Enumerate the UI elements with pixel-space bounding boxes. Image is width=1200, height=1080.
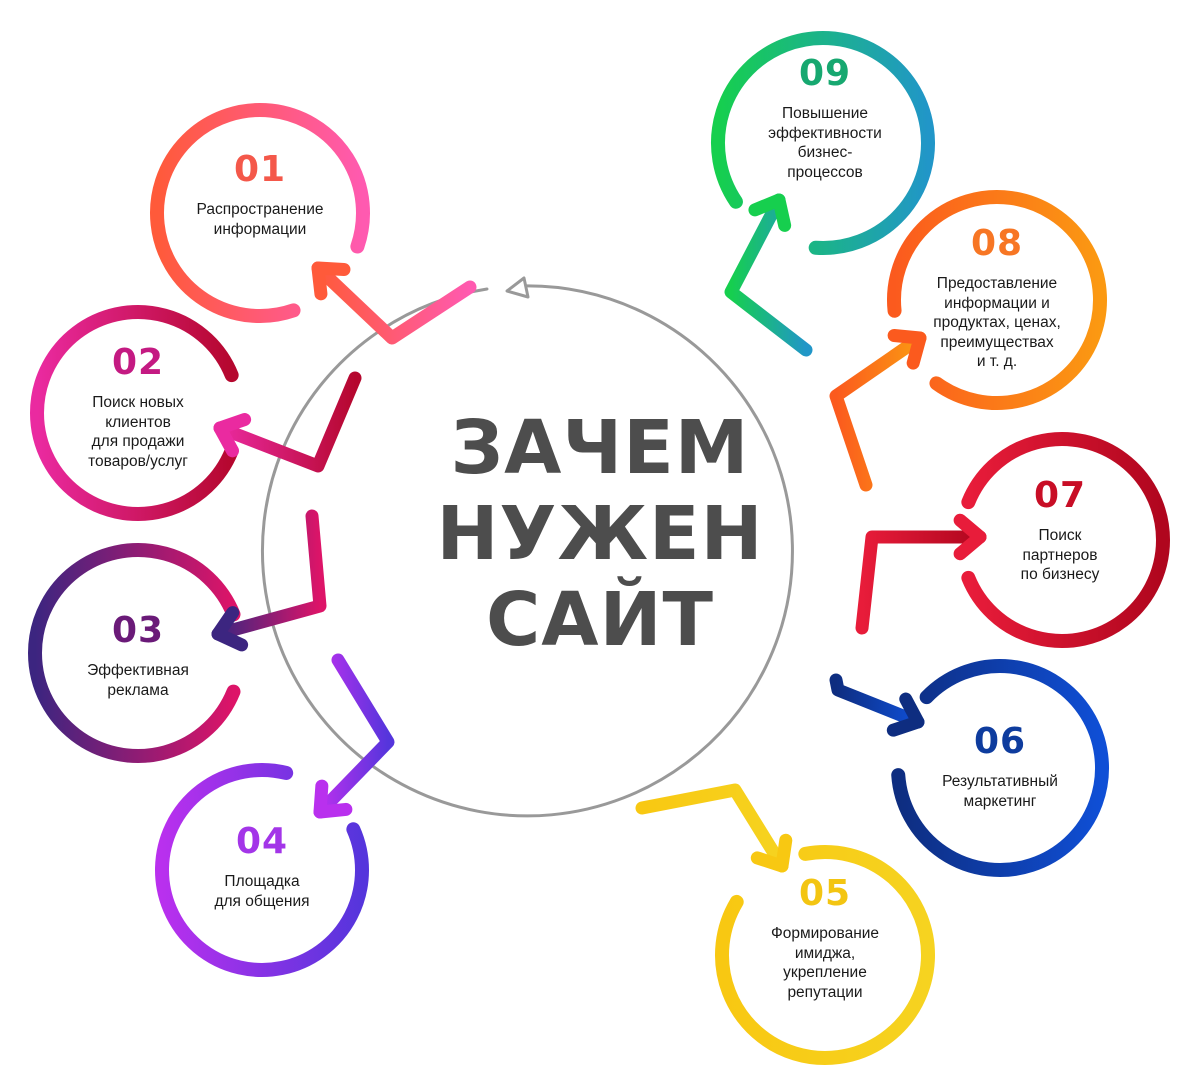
node-ring-06 <box>891 659 1109 877</box>
node-text-line: эффективности <box>768 124 882 142</box>
node-02: 02 Поиск новых клиентов для продажи това… <box>50 343 226 471</box>
node-text-line: Повышение <box>781 105 869 122</box>
arrowhead-icon <box>313 779 353 819</box>
node-text-line: Формирование <box>770 925 880 942</box>
title-line-2: НУЖЕН <box>436 491 764 577</box>
node-text: Распространение информации <box>170 200 350 239</box>
connector-arrow-06 <box>829 673 925 729</box>
title-line-3: САЙТ <box>486 577 714 663</box>
node-06: 06 Результативный маркетинг <box>912 722 1088 811</box>
connector-arrow-08 <box>829 331 927 492</box>
node-text-line: партнеров <box>1022 546 1098 564</box>
node-text-line: репутации <box>787 983 863 1001</box>
node-08: 08 Предоставление информации и продуктах… <box>899 224 1095 372</box>
node-text: Формирование имиджа, укрепление репутаци… <box>737 924 913 1002</box>
node-text-line: по бизнесу <box>1020 566 1100 583</box>
node-number: 07 <box>1033 475 1087 516</box>
arrowhead-icon <box>748 193 792 232</box>
node-ring-08 <box>887 190 1107 410</box>
node-text-line: Результативный <box>942 773 1058 790</box>
node-number: 05 <box>798 873 852 914</box>
title-line-1: ЗАЧЕМ <box>450 405 750 491</box>
node-text-line: Поиск <box>1038 527 1082 544</box>
node-text-line: для продажи <box>91 433 185 450</box>
node-07: 07 Поиск партнеров по бизнесу <box>972 476 1148 585</box>
node-text-line: маркетинг <box>963 792 1037 810</box>
node-number: 06 <box>973 721 1027 762</box>
node-text: Площадка для общения <box>174 872 350 911</box>
node-text: Поиск новых клиентов для продажи товаров… <box>50 393 226 471</box>
node-text: Результативный маркетинг <box>912 772 1088 811</box>
node-number: 02 <box>111 342 165 383</box>
node-04: 04 Площадка для общения <box>174 822 350 911</box>
node-09: 09 Повышение эффективности бизнес- проце… <box>737 54 913 182</box>
page-title: ЗАЧЕМ НУЖЕН САЙТ <box>400 405 800 663</box>
node-text-line: Предоставление <box>936 275 1058 292</box>
node-text-line: и т. д. <box>976 353 1018 370</box>
node-ring-04 <box>155 763 369 977</box>
connector-arrow-09 <box>724 193 813 357</box>
node-text-line: для общения <box>214 892 310 910</box>
node-05: 05 Формирование имиджа, укрепление репут… <box>737 874 913 1002</box>
node-number: 09 <box>798 53 852 94</box>
node-text-line: информации и <box>944 294 1050 312</box>
arrowhead-icon <box>886 692 925 737</box>
node-text-line: товаров/услуг <box>88 452 188 470</box>
node-text-line: процессов <box>787 163 863 181</box>
node-number: 03 <box>111 610 165 651</box>
connector-arrow-02 <box>213 371 362 473</box>
arrowhead-icon <box>953 513 987 561</box>
node-text-line: Площадка <box>224 873 300 890</box>
node-text-line: преимуществах <box>940 333 1054 351</box>
node-text-line: бизнес- <box>797 144 853 161</box>
center-circle <box>260 284 794 818</box>
node-number: 08 <box>970 223 1024 264</box>
connector-arrow-01 <box>311 261 477 345</box>
connector-arrow-04 <box>313 653 395 819</box>
center-arrowhead-icon <box>505 276 530 299</box>
node-text-line: клиентов <box>105 413 171 431</box>
node-text-line: информации <box>213 220 307 238</box>
node-text-line: Поиск новых <box>92 394 184 411</box>
node-text-line: реклама <box>107 681 169 699</box>
connector-arrow-05 <box>635 783 789 873</box>
node-ring-02 <box>30 305 239 521</box>
arrowhead-icon <box>887 329 927 370</box>
node-number: 01 <box>233 149 287 190</box>
node-text-line: продуктах, ценах, <box>933 314 1061 331</box>
connector-arrow-03 <box>211 509 327 641</box>
connector-arrow-07 <box>855 530 987 635</box>
node-text-line: Распространение <box>196 201 324 218</box>
node-text-line: имиджа, <box>794 944 856 962</box>
arrowhead-icon <box>213 413 252 458</box>
node-text: Повышение эффективности бизнес- процессо… <box>737 104 913 182</box>
node-text-line: Эффективная <box>87 662 189 679</box>
node-text: Предоставление информации и продуктах, ц… <box>899 274 1095 372</box>
node-ring-01 <box>150 103 370 323</box>
node-number: 04 <box>235 821 289 862</box>
node-ring-05 <box>715 845 935 1065</box>
node-ring-09 <box>711 31 935 255</box>
node-text: Поиск партнеров по бизнесу <box>972 526 1148 585</box>
node-text: Эффективная реклама <box>50 661 226 700</box>
arrowhead-icon <box>211 606 249 652</box>
node-03: 03 Эффективная реклама <box>50 611 226 700</box>
node-ring-07 <box>961 432 1170 648</box>
node-text-line: укрепление <box>783 964 867 981</box>
node-ring-03 <box>28 543 241 763</box>
arrowhead-icon <box>311 261 351 301</box>
node-01: 01 Распространение информации <box>170 150 350 239</box>
arrowhead-icon <box>750 833 793 873</box>
